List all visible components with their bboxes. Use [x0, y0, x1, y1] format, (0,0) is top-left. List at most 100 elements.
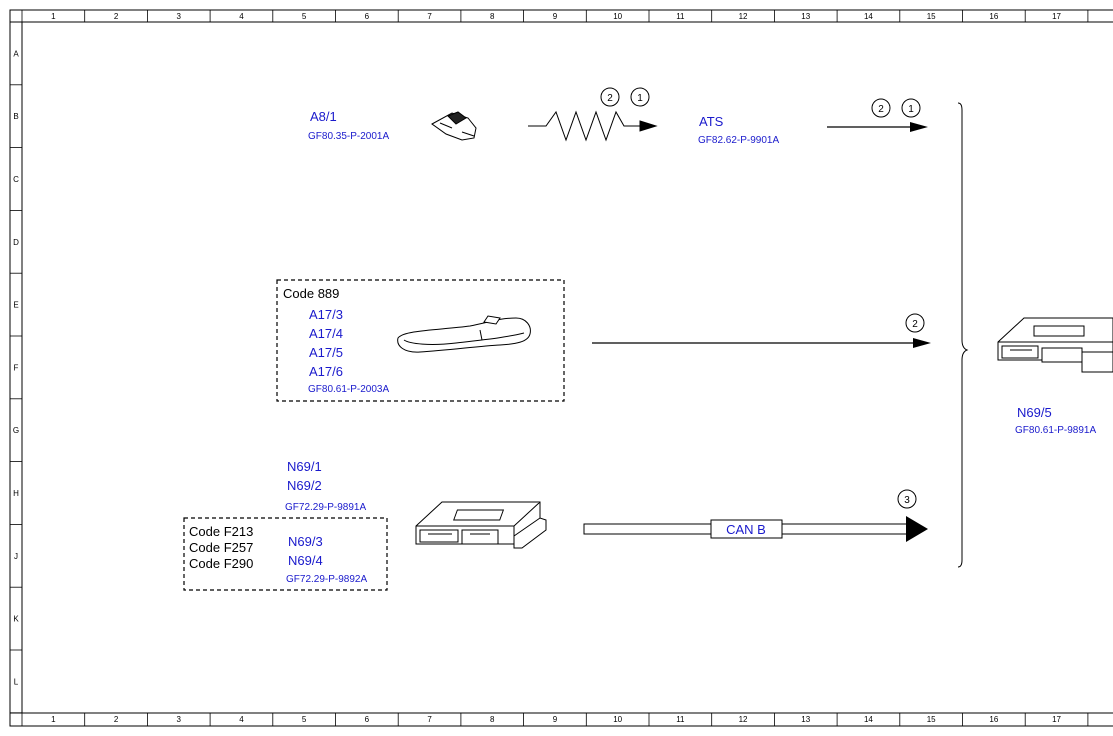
svg-text:3: 3	[904, 495, 910, 506]
can-b-label: CAN B	[726, 522, 766, 537]
code-f257-label: Code F257	[189, 540, 253, 555]
signal-marker-1: 1	[901, 98, 921, 118]
svg-text:1: 1	[908, 104, 914, 115]
row-label: B	[13, 112, 18, 121]
a8-1-ref: A8/1	[310, 109, 337, 124]
svg-text:2: 2	[878, 104, 884, 115]
signal-marker-2: 2	[871, 98, 891, 118]
column-label: 7	[427, 12, 432, 21]
signal-marker-2: 2	[600, 87, 620, 107]
code-f-box: Code F213 Code F257 Code F290 N69/3 N69/…	[183, 517, 388, 591]
column-label: 1	[51, 715, 56, 724]
grid-ticks	[10, 10, 1089, 726]
row-label: A	[13, 49, 19, 58]
n69-1-2-gf-link[interactable]: GF72.29-P-9891A	[285, 502, 366, 513]
svg-text:2: 2	[912, 319, 918, 330]
column-label: 15	[927, 715, 936, 724]
column-label: 7	[427, 715, 432, 724]
column-label: 12	[739, 715, 748, 724]
a17-gf-link[interactable]: GF80.61-P-2003A	[308, 384, 389, 395]
n69-2-ref: N69/2	[287, 478, 322, 493]
column-label: 11	[676, 12, 685, 21]
column-label: 17	[1052, 715, 1061, 724]
row-label: D	[13, 238, 19, 247]
a17-5-ref: A17/5	[309, 345, 343, 360]
n69-3-ref: N69/3	[288, 534, 323, 549]
column-label: 13	[801, 715, 810, 724]
column-label: 14	[864, 12, 873, 21]
column-label: 3	[177, 12, 182, 21]
n69-5-control-unit-icon	[997, 317, 1113, 373]
ats-group: ATS GF82.62-P-9901A	[698, 114, 779, 146]
row-label: E	[13, 301, 18, 310]
row-label: G	[13, 426, 19, 435]
sheet-frame	[9, 9, 1113, 727]
column-label: 2	[114, 715, 119, 724]
signal-marker-1: 1	[630, 87, 650, 107]
column-label: 13	[801, 12, 810, 21]
n69-1-2-group: N69/1 N69/2 GF72.29-P-9891A	[285, 459, 366, 513]
grouping-brace	[957, 102, 969, 568]
ats-to-n69-5-arrow	[827, 122, 928, 132]
column-label: 9	[553, 715, 558, 724]
svg-text:1: 1	[637, 93, 643, 104]
column-label: 12	[739, 12, 748, 21]
column-label: 10	[613, 715, 622, 724]
n69-4-ref: N69/4	[288, 553, 323, 568]
column-label: 8	[490, 12, 495, 21]
column-label: 6	[365, 12, 370, 21]
column-label: 2	[114, 12, 119, 21]
door-control-unit-icon	[415, 501, 547, 549]
column-label: 8	[490, 715, 495, 724]
a17-4-ref: A17/4	[309, 326, 343, 341]
column-label: 16	[989, 715, 998, 724]
n69-3-4-gf-link[interactable]: GF72.29-P-9892A	[286, 574, 367, 585]
n69-5-ref: N69/5	[1017, 405, 1052, 420]
column-label: 10	[613, 12, 622, 21]
door-handle-icon	[397, 315, 531, 353]
row-label: J	[14, 552, 18, 561]
column-label: 11	[676, 715, 685, 724]
ats-ref: ATS	[699, 114, 724, 129]
svg-text:2: 2	[607, 93, 613, 104]
code-889-box: Code 889 A17/3 A17/4 A17/5 A17/6 GF80.61…	[276, 279, 565, 402]
a8-1-group: A8/1 GF80.35-P-2001A	[308, 109, 477, 142]
n69-1-ref: N69/1	[287, 459, 322, 474]
column-label: 17	[1052, 12, 1061, 21]
row-labels: A B C D E F G H J K L	[13, 49, 19, 686]
a8-1-gf-link[interactable]: GF80.35-P-2001A	[308, 131, 389, 142]
signal-marker-2: 2	[905, 313, 925, 333]
column-label: 4	[239, 715, 244, 724]
ats-gf-link[interactable]: GF82.62-P-9901A	[698, 135, 779, 146]
radio-signal-arrow	[528, 110, 658, 142]
code-f290-label: Code F290	[189, 556, 253, 571]
can-b-bus-arrow: CAN B	[583, 516, 928, 542]
can-b-label-box	[710, 519, 783, 539]
row-label: C	[13, 175, 19, 184]
a17-6-ref: A17/6	[309, 364, 343, 379]
column-label: 14	[864, 715, 873, 724]
key-fob-icon	[431, 111, 477, 141]
column-label: 5	[302, 12, 307, 21]
row-label: K	[13, 615, 19, 624]
n69-5-group: N69/5 GF80.61-P-9891A	[1015, 405, 1096, 436]
row-label: H	[13, 489, 19, 498]
column-label: 5	[302, 715, 307, 724]
column-label: 16	[989, 12, 998, 21]
column-label: 4	[239, 12, 244, 21]
n69-5-gf-link[interactable]: GF80.61-P-9891A	[1015, 425, 1096, 436]
a17-3-ref: A17/3	[309, 307, 343, 322]
column-label: 9	[553, 12, 558, 21]
code-889-label: Code 889	[283, 286, 339, 301]
column-label: 6	[365, 715, 370, 724]
column-label: 3	[177, 715, 182, 724]
row-label: L	[14, 677, 19, 686]
code-f213-label: Code F213	[189, 524, 253, 539]
door-handle-to-n69-5-arrow	[592, 338, 931, 348]
column-label: 1	[51, 12, 56, 21]
row-label: F	[14, 363, 19, 372]
column-label: 15	[927, 12, 936, 21]
